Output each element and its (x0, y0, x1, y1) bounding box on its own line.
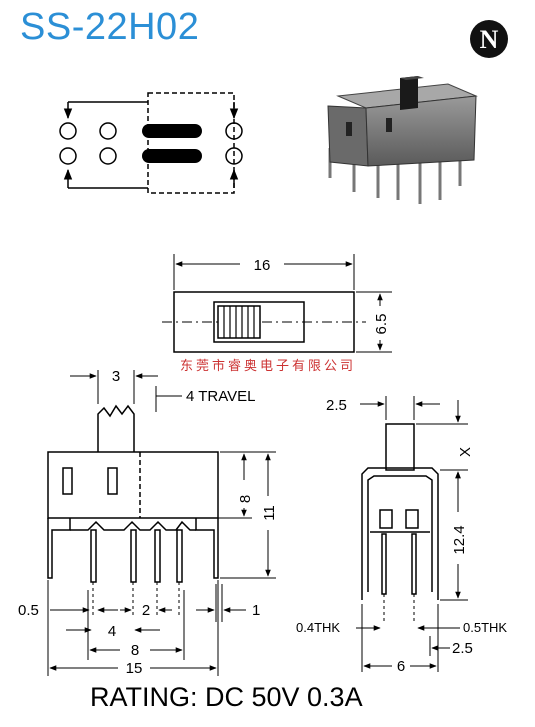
dim-actuator-3: 3 (112, 368, 120, 385)
rating-text: RATING: DC 50V 0.3A (90, 682, 363, 712)
dim-8-bottom: 8 (131, 642, 139, 659)
logo-letter: N (480, 25, 499, 54)
dim-pin-width-0-5: 0.5 (18, 602, 39, 619)
slider-contacts (142, 124, 202, 163)
dim-height-11: 11 (261, 505, 278, 521)
side-view (47, 370, 276, 676)
dim-15: 15 (126, 660, 143, 677)
end-view (356, 396, 468, 672)
dim-length-16: 16 (254, 257, 271, 274)
dim-2-5-bottom: 2.5 (452, 640, 473, 657)
dim-thk-right: 0.5THK (463, 620, 507, 635)
product-photo (327, 76, 478, 204)
dim-12-4: 12.4 (451, 525, 468, 554)
part-number-title: SS-22H02 (20, 6, 200, 48)
dim-right-1: 1 (252, 602, 260, 619)
dim-4: 4 (108, 623, 116, 640)
dim-width-6-5: 6.5 (373, 314, 390, 335)
dim-thk-left: 0.4THK (296, 620, 340, 635)
dim-travel-4: 4 TRAVEL (186, 388, 255, 405)
dim-height-8: 8 (237, 495, 254, 503)
dim-6: 6 (397, 658, 405, 675)
circuit-diagram (59, 92, 243, 194)
company-watermark: 东莞市睿奥电子有限公司 (180, 358, 356, 374)
dim-x: X (457, 447, 474, 457)
manufacturer-logo: N (470, 20, 508, 58)
top-view (162, 254, 392, 353)
dim-pitch-2: 2 (142, 602, 150, 619)
dim-2-5-top: 2.5 (326, 397, 347, 414)
